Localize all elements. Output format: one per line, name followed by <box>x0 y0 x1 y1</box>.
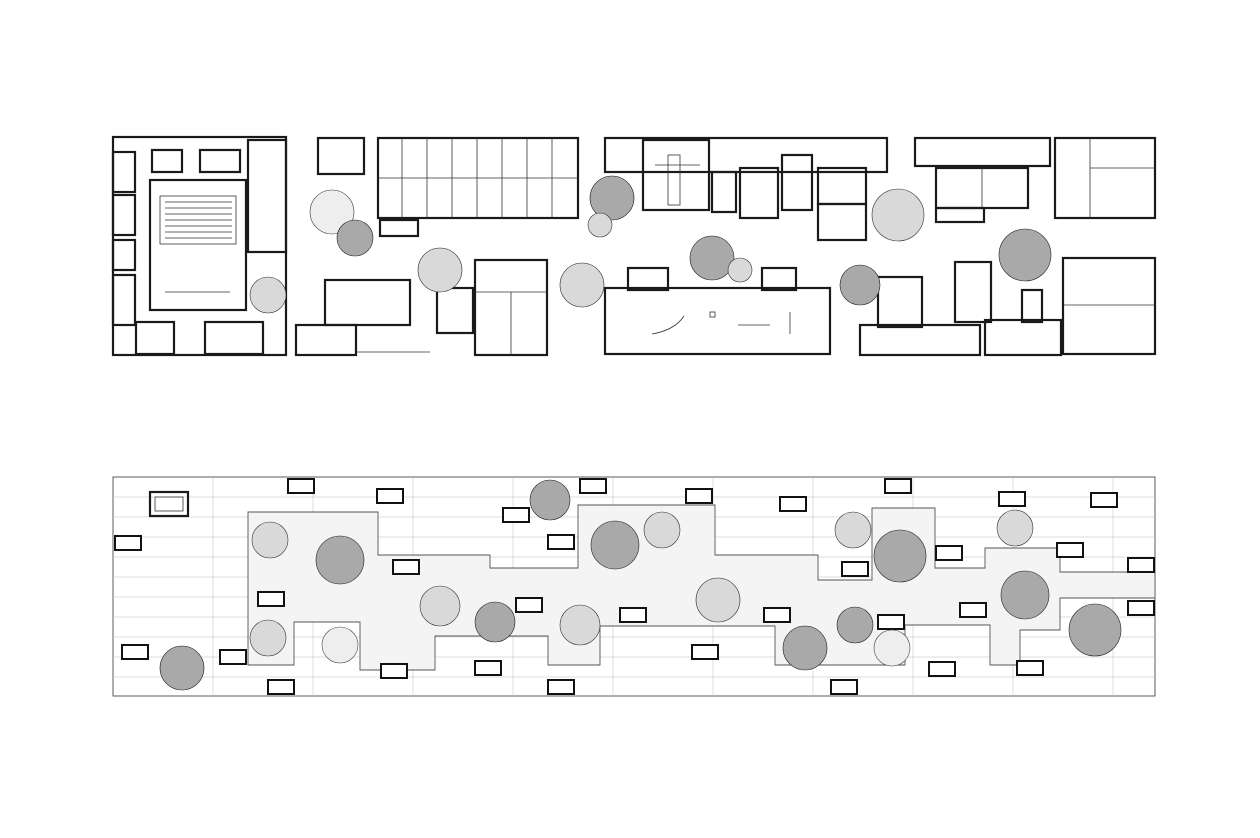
block-east <box>858 136 1157 357</box>
block-offices <box>294 136 580 357</box>
ground-floor-trees <box>249 175 1052 314</box>
roof-trees <box>159 479 1122 691</box>
ground-floor-plan <box>111 135 1157 357</box>
block-auditorium <box>111 135 288 357</box>
auditorium-seating <box>165 201 232 239</box>
block-hall <box>603 136 889 356</box>
roof-level-plan <box>112 476 1156 697</box>
skylights <box>114 478 1155 695</box>
stair-core <box>148 490 190 518</box>
